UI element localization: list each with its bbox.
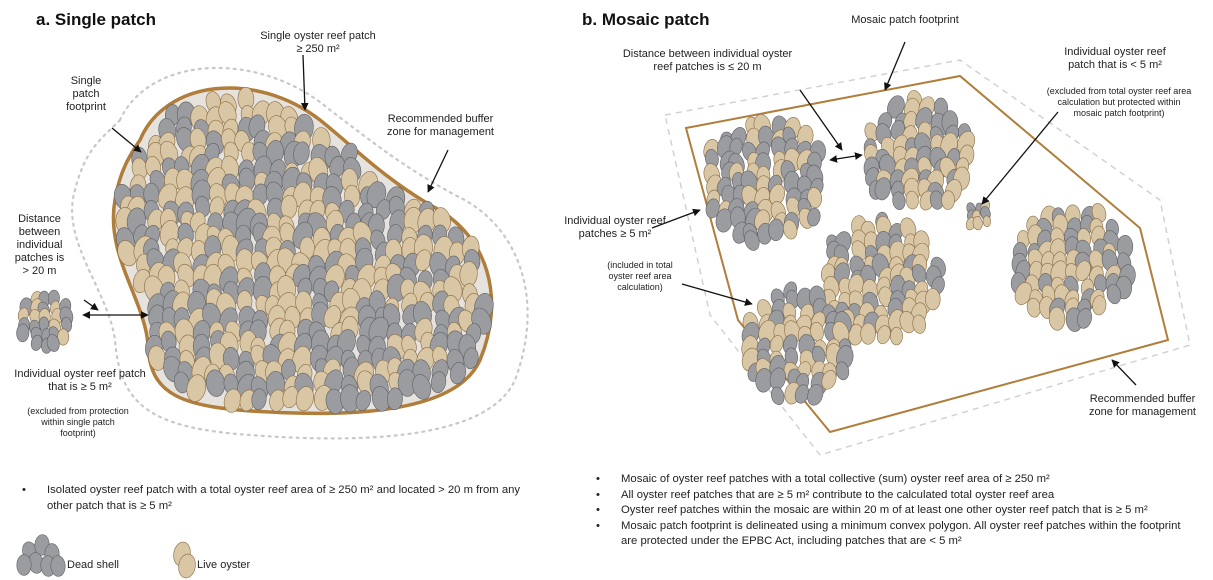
mosaic-reef-patch: [1011, 202, 1137, 333]
bullet-item: Mosaic of oyster reef patches with a tot…: [594, 472, 1194, 488]
mosaic-buffer-label: Recommended buffer zone for management: [1080, 393, 1205, 419]
bullet-item: Mosaic patch footprint is delineated usi…: [594, 519, 1194, 550]
arrow-icon: [112, 128, 141, 152]
arrow-icon: [830, 155, 862, 160]
bullet-item: Isolated oyster reef patch with a total …: [20, 483, 540, 514]
bullet-item: Oyster reef patches within the mosaic ar…: [594, 503, 1194, 519]
small-reef-patch: [965, 199, 992, 231]
panel-a-title: a. Single patch: [36, 10, 156, 30]
panel-b-title: b. Mosaic patch: [582, 10, 710, 30]
bullet-item: All oyster reef patches that are ≥ 5 m² …: [594, 488, 1194, 504]
single-reef-patch-label: Single oyster reef patch ≥ 250 m²: [258, 30, 378, 56]
legend-dead-shell-label: Dead shell: [67, 559, 119, 571]
legend-live-oyster-label: Live oyster: [197, 559, 250, 571]
mosaic-reef-patch: [863, 89, 978, 211]
arrow-icon: [885, 42, 905, 90]
isolated-patch-note: (excluded from protection within single …: [23, 406, 133, 439]
single-footprint-label: Single patch footprint: [56, 75, 116, 114]
small-patch-note: (excluded from total oyster reef area ca…: [1044, 86, 1194, 119]
single-distance-label: Distance between individual patches is >…: [12, 213, 67, 278]
isolated-patch-label: Individual oyster reef patch that is ≥ 5…: [5, 368, 155, 394]
arrow-icon: [303, 55, 305, 110]
single-buffer-label: Recommended buffer zone for management: [378, 113, 503, 139]
arrow-icon: [682, 284, 752, 304]
mosaic-reef-patch: [702, 113, 826, 253]
live-oyster-icon: [172, 541, 197, 579]
isolated-reef-patch: [16, 290, 74, 353]
mosaic-patches-note: (included in total oyster reef area calc…: [600, 260, 680, 293]
mosaic-reef-patch: [739, 280, 855, 407]
small-patch-label: Individual oyster reef patch that is < 5…: [1050, 46, 1180, 72]
panel-b-bullets: Mosaic of oyster reef patches with a tot…: [594, 472, 1194, 550]
dead-shell-icon: [17, 534, 66, 577]
mosaic-footprint-label: Mosaic patch footprint: [820, 14, 990, 27]
mosaic-distance-label: Distance between individual oyster reef …: [615, 48, 800, 74]
arrow-icon: [1112, 360, 1136, 385]
panel-a-bullets: Isolated oyster reef patch with a total …: [20, 483, 540, 514]
mosaic-patches-label: Individual oyster reef patches ≥ 5 m²: [560, 215, 670, 241]
arrow-icon: [84, 300, 98, 310]
